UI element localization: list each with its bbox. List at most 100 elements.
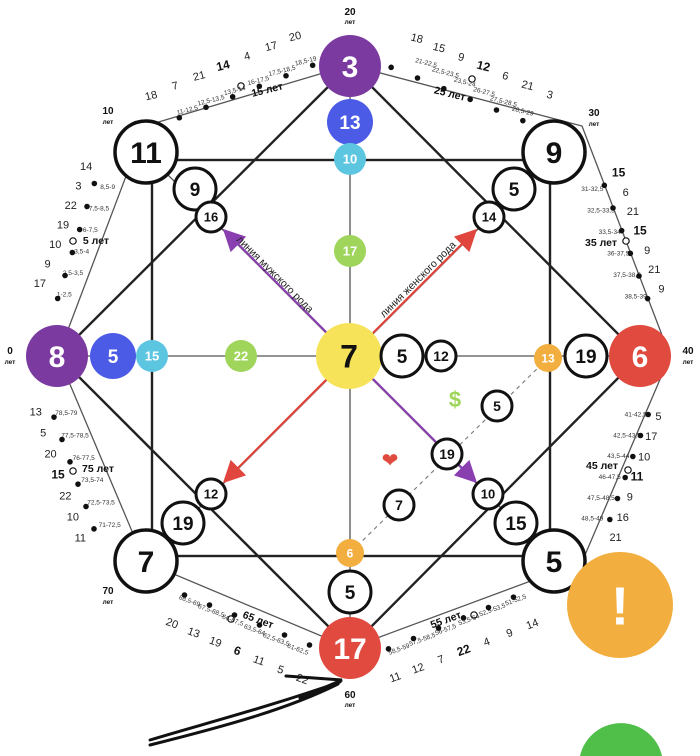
s70-80-range-4: 77,5-78,5 [61, 433, 89, 440]
s40-50-outer-4: 9 [627, 492, 633, 504]
age-dot [306, 642, 313, 648]
s70-80-outer-1: 10 [67, 512, 79, 524]
age-dot [618, 227, 625, 234]
s30-40-outer-2: 21 [627, 206, 639, 218]
s0-10-outer-4: 22 [65, 200, 77, 212]
s30-40-range-5: 38,5-39 [625, 293, 647, 300]
age-5: 5 лет [83, 235, 109, 247]
age-dot [414, 75, 421, 81]
age-dot [76, 226, 83, 233]
s70-80-outer-5: 5 [40, 428, 46, 440]
s60-70-range-5: 68,5-69 [178, 594, 201, 608]
age-dot [91, 180, 98, 187]
age-dot [645, 411, 651, 418]
left-inner: 5 [90, 333, 136, 379]
s70-80-range-3: 76-77,5 [73, 455, 95, 462]
top-inner-value: 13 [339, 113, 360, 134]
s10-20-outer-4: 4 [243, 50, 252, 63]
s10-20-outer-5: 17 [264, 40, 279, 55]
s40-50-outer-5: 16 [617, 512, 629, 524]
hand-drawn-arrow [148, 674, 343, 747]
female-line-arrow-up [372, 228, 478, 334]
s0-10-range-0: 1-2,5 [57, 291, 72, 298]
s50-60-outer-4: 7 [436, 653, 446, 666]
age-20: 20 [344, 7, 356, 18]
s60-70-outer-1: 5 [276, 664, 286, 677]
s60-70-outer-3: 6 [232, 643, 243, 659]
age-dot [256, 83, 263, 90]
age-dot [67, 459, 73, 465]
s40-50-range-0: 41-42,5 [625, 411, 647, 418]
age-dot [610, 205, 616, 211]
corner-top-right: 9 [521, 119, 587, 185]
s60-70-range-0: 61-62,5 [286, 643, 309, 657]
age-dot [176, 114, 183, 121]
bl-mid: 12 [194, 477, 228, 511]
s50-60-outer-2: 4 [482, 636, 492, 649]
age-10-let: лет [103, 119, 114, 126]
s10-20-range-0: 11-12,5 [176, 105, 199, 117]
age-dot [493, 107, 500, 113]
s40-50-range-4: 47,5-48,5 [587, 495, 615, 502]
age-dot [69, 249, 76, 256]
top-axis: 17 [334, 235, 366, 267]
corner-top-right-value: 9 [546, 137, 563, 170]
corner-left: 8 [26, 325, 88, 387]
age-dot [636, 273, 642, 279]
br-inner: 15 [493, 500, 539, 546]
age-dot [630, 453, 636, 460]
s70-80-range-5: 78,5-79 [55, 410, 77, 417]
s10-20-outer-0: 18 [144, 89, 159, 104]
age-20-let: лет [345, 19, 356, 26]
s20-30-outer-1: 15 [432, 41, 447, 56]
age-dot [206, 602, 213, 608]
age-dot [59, 436, 65, 443]
s0-10-outer-1: 9 [45, 259, 51, 271]
age-dot [467, 96, 473, 103]
bottom-inner: 5 [327, 569, 373, 615]
age-dot [460, 615, 467, 621]
warning-circle: ! [567, 552, 673, 658]
corner-bottom: 17 [319, 617, 381, 679]
s50-60-outer-5: 12 [410, 661, 426, 676]
s20-30-outer-3: 12 [475, 58, 492, 75]
s30-40-outer-5: 21 [648, 264, 660, 276]
s10-20-outer-3: 14 [215, 57, 232, 74]
tr-inner: 5 [491, 166, 537, 212]
corner-bottom-left: 7 [113, 528, 179, 594]
s30-40-range-0: 31-32,5 [581, 186, 603, 193]
heart-circle: 7 [382, 488, 416, 522]
age-dot [441, 85, 447, 92]
s70-80-range-2: 73,5-74 [81, 477, 103, 484]
top-inner: 13 [327, 99, 373, 145]
s50-60-range-1: 52,5-53,5 [478, 602, 507, 618]
s0-10-outer-6: 14 [80, 161, 92, 173]
tr-inner-value: 5 [509, 180, 520, 201]
s0-10-outer-5: 3 [75, 180, 81, 192]
s40-50-range-5: 48,5-49 [581, 516, 603, 523]
s20-30-outer-4: 6 [501, 70, 510, 83]
bottom-inner-value: 5 [345, 583, 356, 604]
age-dot [69, 237, 77, 245]
age-dot [227, 615, 235, 623]
money-circle: 5 [480, 389, 514, 423]
s10-20-range-4: 17,5-18,5 [268, 64, 297, 78]
money-circle-value: 5 [493, 398, 501, 414]
s0-10-range-4: 7,5-8,5 [89, 205, 110, 212]
s70-80-outer-3: 15 [51, 468, 65, 482]
dollar-icon: $ [449, 387, 461, 412]
age-dot [75, 481, 81, 487]
age-dot [231, 612, 238, 618]
s10-20-range-1: 12,5-13,5 [197, 94, 226, 108]
female-line-label: линия женского рода [378, 239, 459, 320]
left-inner-value: 5 [108, 347, 119, 368]
age-dot [637, 432, 644, 439]
s70-80-outer-6: 13 [30, 407, 42, 419]
corner-bottom-left-value: 7 [138, 546, 155, 579]
age-dot [84, 203, 90, 210]
top-axis-value: 17 [343, 244, 357, 259]
age-dot [385, 646, 392, 652]
age-70-let: лет [103, 599, 114, 606]
s30-40-outer-4: 9 [644, 245, 650, 257]
s50-60-outer-1: 9 [505, 627, 515, 640]
